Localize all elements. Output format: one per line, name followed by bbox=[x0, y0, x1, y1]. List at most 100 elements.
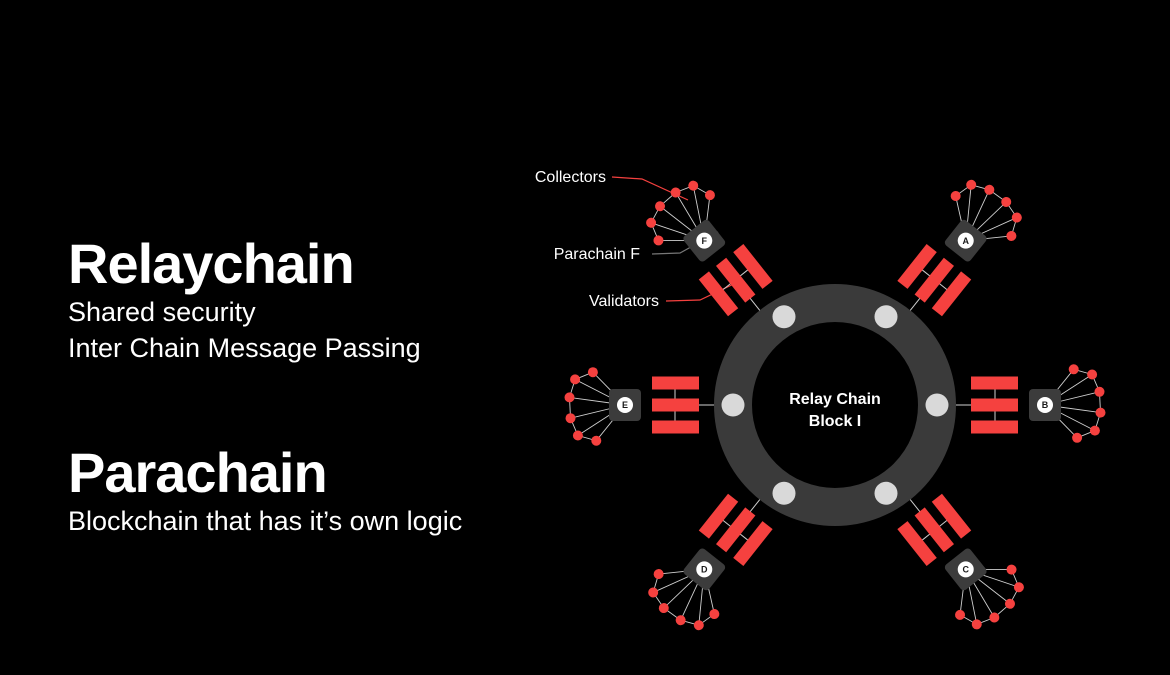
validator-bar bbox=[652, 398, 699, 412]
ring-slot-4 bbox=[772, 481, 796, 505]
parachain-a-letter: A bbox=[962, 236, 969, 246]
parachain-c-collectors bbox=[955, 564, 1024, 630]
parachain-e-node: E bbox=[609, 389, 641, 421]
collector-dot bbox=[1006, 230, 1017, 241]
collector-dot bbox=[1087, 369, 1098, 380]
collector-dot bbox=[646, 217, 657, 228]
validator-bar bbox=[715, 507, 756, 553]
collector-dot bbox=[653, 235, 664, 246]
collector-dot bbox=[1004, 598, 1015, 609]
collector-dot bbox=[1001, 196, 1012, 207]
collector-dot bbox=[1006, 564, 1017, 575]
relay-center-line1: Relay Chain bbox=[789, 391, 881, 408]
parachain-f-node: F bbox=[683, 219, 726, 262]
validator-bar bbox=[971, 420, 1018, 434]
parachain-b-validators bbox=[971, 376, 1018, 434]
validator-bar bbox=[733, 521, 773, 566]
collector-dot bbox=[971, 619, 982, 630]
collector-dot bbox=[570, 374, 581, 385]
validator-bar bbox=[652, 376, 699, 390]
parachain-a: A bbox=[897, 179, 1022, 317]
parachain-node-badge bbox=[957, 561, 974, 578]
validator-bar bbox=[914, 507, 955, 553]
collector-dot bbox=[693, 620, 704, 631]
collector-dot bbox=[1068, 364, 1079, 375]
parachain-f: F bbox=[646, 180, 773, 317]
relaychain-section: Relaychain Shared security Inter Chain M… bbox=[68, 234, 421, 366]
parachain-d-letter: D bbox=[701, 565, 708, 575]
relaychain-title: Relaychain bbox=[68, 232, 355, 295]
collector-dot bbox=[1011, 212, 1022, 223]
ring-slot-2 bbox=[925, 393, 949, 417]
collector-dot bbox=[648, 587, 659, 598]
parachain-node-badge bbox=[696, 232, 713, 249]
collector-dot bbox=[966, 179, 977, 190]
parachain-f-letter: F bbox=[702, 236, 708, 246]
collector-dot bbox=[655, 201, 666, 212]
validator-bar bbox=[931, 493, 972, 539]
collector-dot bbox=[984, 184, 995, 195]
relaychain-line-messaging: Inter Chain Message Passing bbox=[68, 333, 421, 363]
parachain-d-validators bbox=[698, 493, 773, 566]
collector-dot bbox=[1095, 407, 1106, 418]
collector-dot bbox=[1089, 425, 1100, 436]
relay-center-line2: Block I bbox=[809, 413, 861, 430]
collector-dot bbox=[955, 609, 966, 620]
parachain-a-collectors bbox=[950, 179, 1022, 242]
validators-label: Validators bbox=[589, 293, 659, 310]
parachain-c-validators bbox=[897, 493, 972, 566]
collectors-label: Collectors bbox=[535, 169, 606, 186]
validator-bar bbox=[971, 398, 1018, 412]
validator-slots bbox=[721, 305, 949, 505]
parachain-c-letter: C bbox=[962, 565, 969, 575]
ring-slot-1 bbox=[874, 305, 898, 329]
collector-dot bbox=[591, 435, 602, 446]
validator-bar bbox=[698, 271, 739, 317]
parachain-e-validators bbox=[652, 376, 699, 434]
relaychain-line-security: Shared security bbox=[68, 297, 256, 327]
validator-bar bbox=[698, 493, 739, 539]
collector-dot bbox=[989, 612, 1000, 623]
parachain-b-letter: B bbox=[1042, 400, 1049, 410]
parachain-a-validators bbox=[897, 244, 972, 317]
collector-dot bbox=[670, 187, 681, 198]
parachain-node-badge bbox=[696, 561, 713, 578]
parachain-node-badge bbox=[957, 232, 974, 249]
parachain-c-node: C bbox=[944, 548, 987, 591]
validator-bar bbox=[914, 257, 955, 303]
parachain-c: C bbox=[897, 493, 1024, 630]
collector-dot bbox=[1072, 432, 1083, 443]
ring-slot-3 bbox=[874, 481, 898, 505]
collector-dot bbox=[688, 180, 699, 191]
parachain-f-validators bbox=[698, 244, 773, 317]
parachain-d-node: D bbox=[683, 548, 726, 591]
parachain-line-logic: Blockchain that has it’s own logic bbox=[68, 506, 463, 536]
parachain-e-letter: E bbox=[622, 400, 628, 410]
parachain-section: Parachain Blockchain that has it’s own l… bbox=[68, 443, 462, 539]
ring-slot-5 bbox=[721, 393, 745, 417]
validator-bar bbox=[715, 257, 756, 303]
parachain-f-collectors bbox=[646, 180, 715, 246]
collector-dot bbox=[675, 615, 686, 626]
validator-bar bbox=[971, 376, 1018, 390]
collector-dot bbox=[587, 367, 598, 378]
collector-dot bbox=[1013, 582, 1024, 593]
parachain-b: B bbox=[955, 364, 1106, 443]
collector-dot bbox=[658, 603, 669, 614]
collector-dot bbox=[950, 190, 961, 201]
collector-dot bbox=[1094, 386, 1105, 397]
validator-bar bbox=[931, 271, 972, 317]
collector-dot bbox=[564, 392, 575, 403]
collector-dot bbox=[709, 609, 720, 620]
parachain-e: E bbox=[564, 367, 715, 446]
validator-bar bbox=[733, 244, 773, 289]
parachain-title: Parachain bbox=[68, 441, 328, 504]
parachain-arms: A B C D E F bbox=[564, 179, 1106, 631]
parachain-f-label: Parachain F bbox=[554, 246, 640, 263]
validator-bar bbox=[897, 521, 937, 566]
validator-bar bbox=[897, 244, 937, 289]
parachain-d-collectors bbox=[648, 568, 720, 631]
parachain-e-collectors bbox=[564, 367, 626, 446]
ring-slot-6 bbox=[772, 305, 796, 329]
collector-dot bbox=[653, 569, 664, 580]
